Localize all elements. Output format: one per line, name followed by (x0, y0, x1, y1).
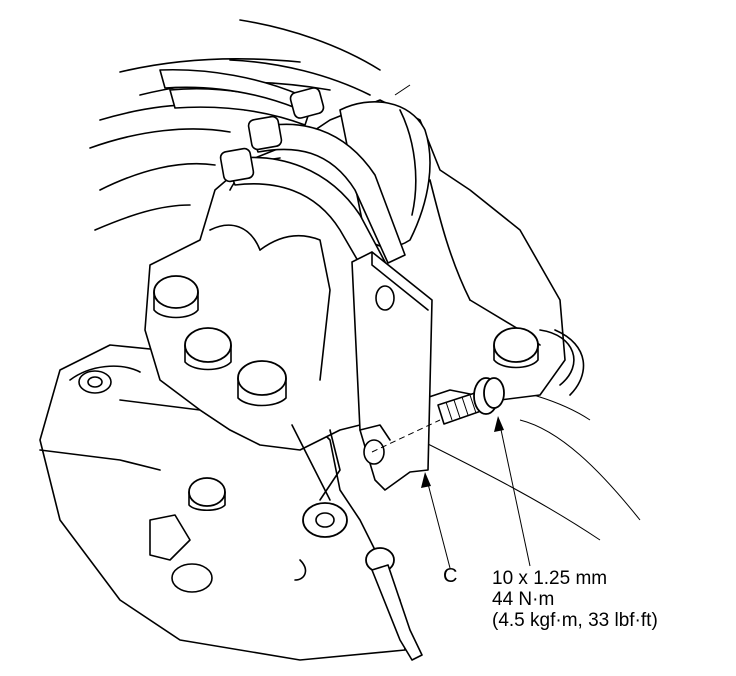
bolt-size: 10 x 1.25 mm (492, 568, 608, 589)
mount-bolts (153, 275, 585, 407)
alignment-line (371, 419, 441, 453)
leader-arrows (421, 416, 531, 569)
fastener-spec: 10 x 1.25 mm 44 N·m (4.5 kgf·m, 33 lbf·f… (492, 568, 658, 631)
flange-bolt (437, 377, 505, 425)
ground-wire (291, 424, 423, 661)
torque-alt: (4.5 kgf·m, 33 lbf·ft) (492, 610, 658, 631)
bracket-c (351, 251, 433, 491)
torque-nm: 44 N·m (492, 589, 555, 610)
bracket-callout-letter: C (443, 565, 458, 587)
